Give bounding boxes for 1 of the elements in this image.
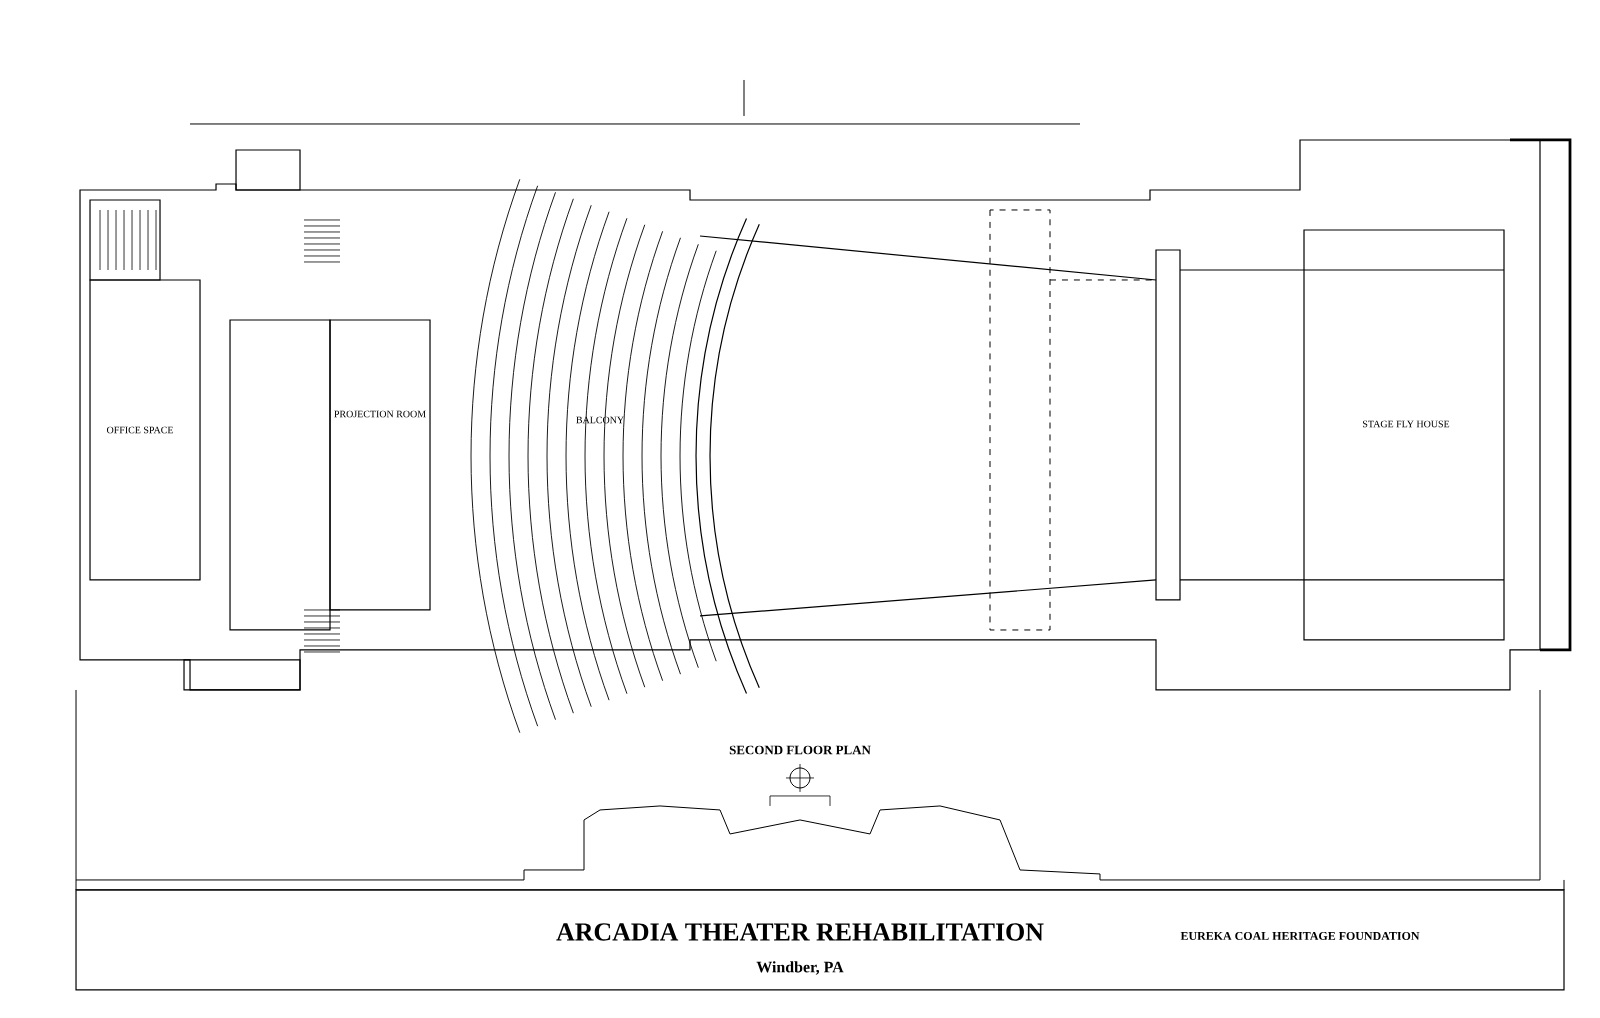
title: ARCADIA THEATER REHABILITATION	[556, 923, 1044, 941]
